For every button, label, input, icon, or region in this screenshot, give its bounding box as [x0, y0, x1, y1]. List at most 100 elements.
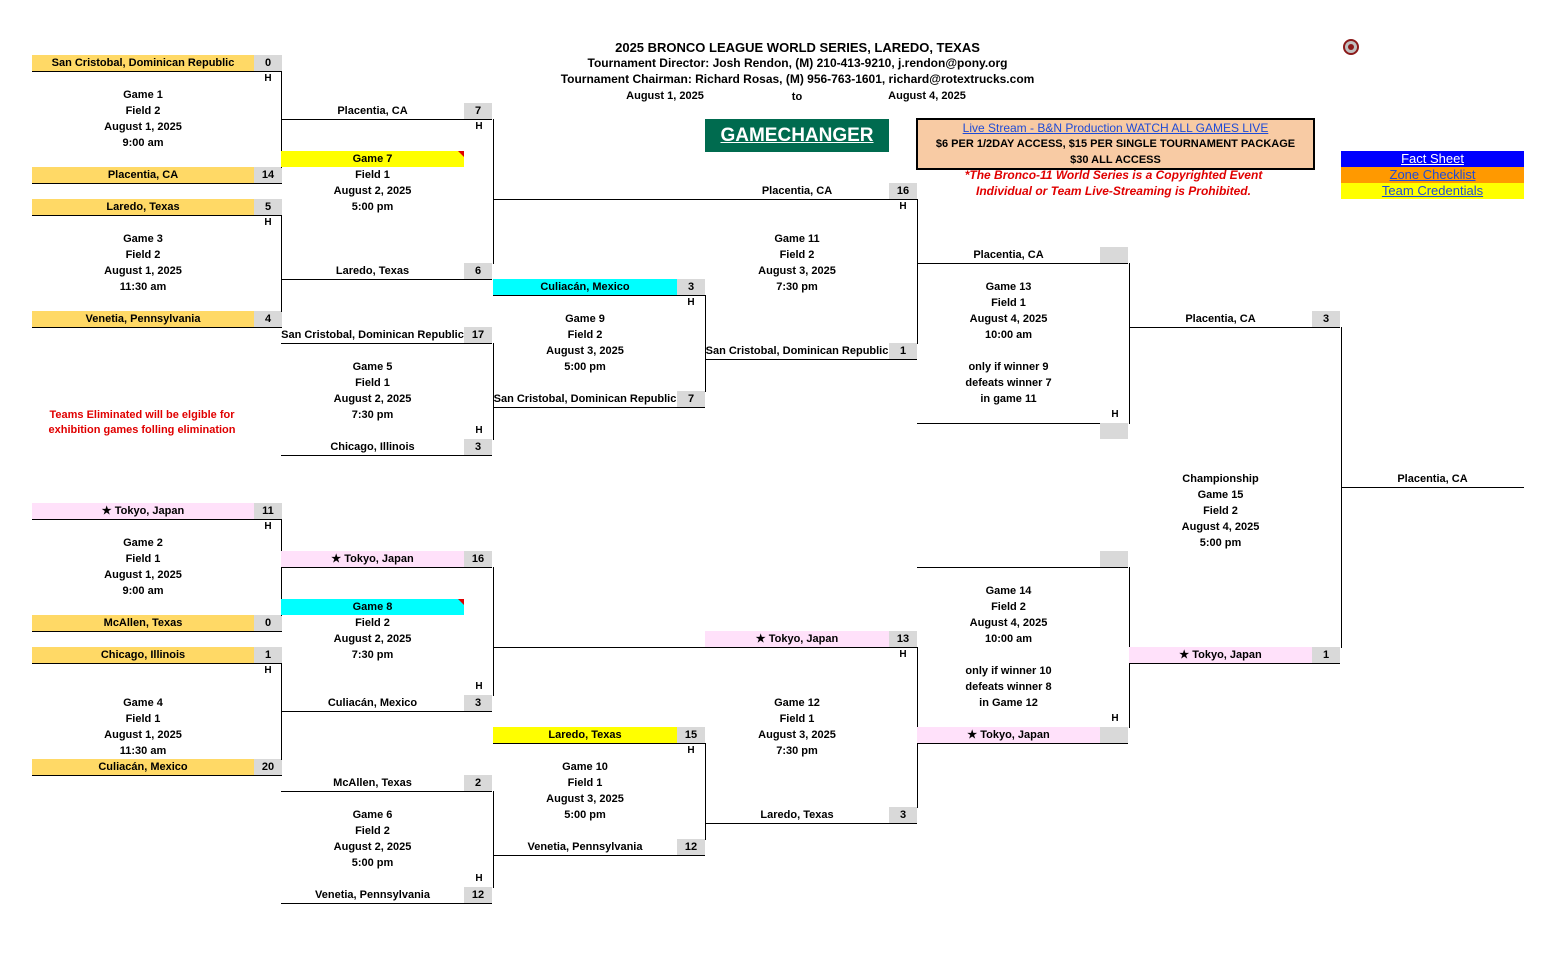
team-slot-g6-bot[interactable]: Venetia, Pennsylvania [315, 889, 430, 901]
home-marker: H [475, 425, 483, 436]
game-detail: August 1, 2025 [104, 121, 182, 133]
game-detail: in Game 12 [979, 697, 1038, 709]
bracket-line [705, 823, 917, 824]
home-marker: H [1111, 713, 1119, 724]
team-slot-g12-top[interactable]: ★ Tokyo, Japan [705, 631, 889, 647]
bracket-line [281, 791, 492, 792]
team-slot-g2-bot[interactable]: McAllen, Texas [32, 615, 254, 631]
bracket-line [281, 215, 282, 312]
tournament-director: Tournament Director: Josh Rendon, (M) 21… [587, 56, 1008, 70]
game-title: Game 11 [774, 233, 820, 245]
score-g9-top: 3 [677, 279, 705, 295]
bracket-line [32, 71, 282, 72]
team-slot-g8-top[interactable]: ★ Tokyo, Japan [281, 551, 464, 567]
bracket-line [32, 775, 282, 776]
bracket-line [493, 855, 705, 856]
livestream-link[interactable]: Live Stream - B&N Production WATCH ALL G… [962, 121, 1269, 135]
home-marker: H [899, 649, 907, 660]
score-g15-top: 3 [1312, 311, 1340, 327]
page-title: 2025 BRONCO LEAGUE WORLD SERIES, LAREDO,… [615, 40, 980, 55]
score-g2-top: 11 [254, 503, 282, 519]
game-detail: 7:30 pm [351, 409, 394, 421]
game-detail: 9:00 am [122, 585, 164, 597]
game-detail: Field 1 [125, 553, 161, 565]
team-slot-g14-bot[interactable]: ★ Tokyo, Japan [917, 727, 1100, 743]
bracket-line [493, 647, 705, 648]
team-slot-g7-top[interactable]: Placentia, CA [337, 105, 408, 117]
team-slot-g15-bot[interactable]: ★ Tokyo, Japan [1129, 647, 1312, 663]
team-slot-g4-top[interactable]: Chicago, Illinois [32, 647, 254, 663]
game-title: Game 4 [123, 697, 163, 709]
team-slot-g2-top[interactable]: ★ Tokyo, Japan [32, 503, 254, 519]
game-detail: Field 1 [567, 777, 603, 789]
team-slot-g11-bot[interactable]: San Cristobal, Dominican Republic [705, 345, 889, 357]
score-g4-bot: 20 [254, 759, 282, 775]
game-detail: 5:00 pm [564, 361, 606, 373]
game-title: Championship [1182, 473, 1259, 485]
team-slot-g11-top[interactable]: Placentia, CA [761, 185, 833, 197]
fact-sheet-link[interactable]: Fact Sheet [1341, 151, 1524, 167]
game-title: Game 7 [281, 151, 464, 167]
score-g13-top [1100, 247, 1128, 263]
team-slot-g8-bot[interactable]: Culiacán, Mexico [327, 697, 418, 709]
score-g14-top [1100, 551, 1128, 567]
bracket-line [281, 903, 492, 904]
bracket-line [32, 631, 282, 632]
game-detail: August 1, 2025 [104, 569, 182, 581]
game-detail: Field 1 [125, 713, 161, 725]
team-slot-g3-top[interactable]: Laredo, Texas [32, 199, 254, 215]
home-marker: H [687, 745, 695, 756]
livestream-all-access: $30 ALL ACCESS [1070, 154, 1161, 166]
team-slot-g9-bot[interactable]: San Cristobal, Dominican Republic [493, 393, 677, 405]
team-slot-g5-top[interactable]: San Cristobal, Dominican Republic [281, 329, 464, 341]
score-g3-top: 5 [254, 199, 282, 215]
team-slot-g10-bot[interactable]: Venetia, Pennsylvania [527, 841, 643, 853]
game-detail: Field 2 [125, 105, 161, 117]
home-marker: H [687, 297, 695, 308]
livestream-pricing: $6 PER 1/2DAY ACCESS, $15 PER SINGLE TOU… [935, 138, 1296, 150]
game-detail: Field 1 [991, 297, 1026, 309]
date-start: August 1, 2025 [626, 90, 704, 102]
team-slot-g10-top[interactable]: Laredo, Texas [493, 727, 677, 743]
bracket-line [1341, 487, 1524, 488]
score-g13-bottom [1100, 423, 1128, 439]
game-detail: August 1, 2025 [104, 265, 182, 277]
game-detail: 5:00 pm [1199, 537, 1242, 549]
game-detail: 7:30 pm [776, 745, 818, 757]
gamechanger-button[interactable]: GAMECHANGER [705, 119, 889, 152]
team-slot-g4-bot[interactable]: Culiacán, Mexico [32, 759, 254, 775]
team-slot-g7-bot[interactable]: Laredo, Texas [335, 265, 410, 277]
bracket-line [917, 567, 1128, 568]
zone-checklist-link[interactable]: Zone Checklist [1341, 167, 1524, 183]
bracket-line [32, 183, 282, 184]
game-detail: August 2, 2025 [333, 393, 412, 405]
team-slot-g5-bot[interactable]: Chicago, Illinois [330, 441, 415, 453]
game-title: Game 3 [123, 233, 163, 245]
bracket-line [281, 279, 492, 280]
game-title: Game 14 [985, 585, 1032, 597]
score-g6-top: 2 [464, 775, 492, 791]
team-slot-champion[interactable]: Placentia, CA [1397, 473, 1468, 485]
home-marker: H [475, 873, 483, 884]
game-detail: August 4, 2025 [969, 313, 1048, 325]
game-detail: Field 1 [355, 169, 390, 181]
game-detail: 5:00 pm [564, 809, 606, 821]
game-detail: Field 2 [567, 329, 603, 341]
team-slot-g9-top[interactable]: Culiacán, Mexico [493, 279, 677, 295]
score-g1-bot: 14 [254, 167, 282, 183]
team-slot-g1-top[interactable]: San Cristobal, Dominican Republic [32, 55, 254, 71]
game-detail: August 3, 2025 [546, 793, 624, 805]
game-detail: August 1, 2025 [104, 729, 182, 741]
team-slot-g12-bot[interactable]: Laredo, Texas [760, 809, 834, 821]
team-slot-g13-top[interactable]: Placentia, CA [973, 249, 1044, 261]
bracket-line [493, 295, 705, 296]
team-slot-g6-top[interactable]: McAllen, Texas [333, 777, 412, 789]
score-g3-bot: 4 [254, 311, 282, 327]
team-slot-g1-bot[interactable]: Placentia, CA [32, 167, 254, 183]
team-credentials-link[interactable]: Team Credentials [1341, 183, 1524, 199]
score-g10-top: 15 [677, 727, 705, 743]
score-g2-bot: 0 [254, 615, 282, 631]
team-slot-g3-bot[interactable]: Venetia, Pennsylvania [32, 311, 254, 327]
game-detail: Field 2 [125, 249, 161, 261]
team-slot-g15-top[interactable]: Placentia, CA [1185, 313, 1256, 325]
